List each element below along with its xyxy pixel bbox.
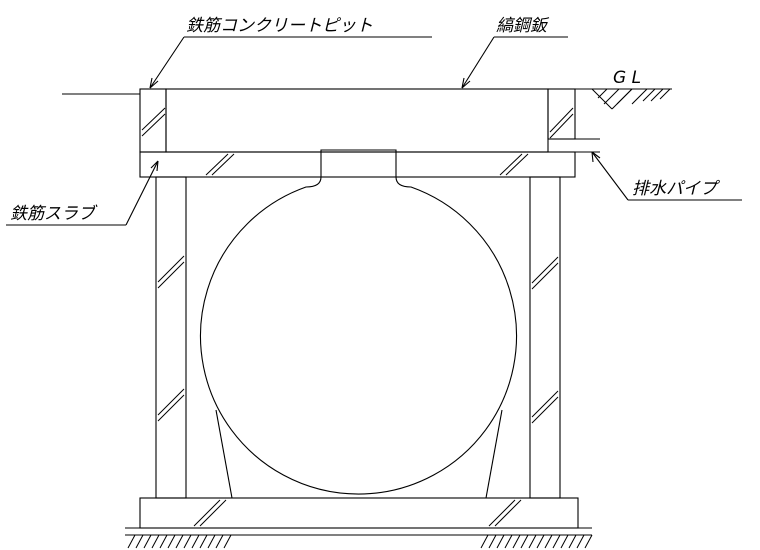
label-drain-pipe: 排水パイプ xyxy=(591,151,742,201)
steel-plate-cover xyxy=(165,88,549,153)
side-wall-right xyxy=(529,176,561,499)
ground-level-symbol xyxy=(575,88,672,110)
label-slab-text: 鉄筋スラブ xyxy=(10,204,98,224)
label-pit-text: 鉄筋コンクリートピット xyxy=(186,16,373,36)
pit-wall-right xyxy=(547,88,576,140)
foundation-ground xyxy=(125,527,593,549)
tank-manhole xyxy=(320,149,397,177)
base-slab xyxy=(139,497,579,529)
drain-pipe xyxy=(575,138,600,153)
tank-saddle xyxy=(215,409,503,499)
label-steel-plate: 縞鋼鈑 xyxy=(461,16,568,89)
label-steel-plate-text: 縞鋼鈑 xyxy=(496,16,550,36)
label-drain-pipe-text: 排水パイプ xyxy=(632,179,721,199)
label-ground-level: G L xyxy=(613,68,641,88)
pit-wall-left xyxy=(139,88,167,153)
tank-body xyxy=(199,176,518,495)
side-wall-left xyxy=(155,176,187,499)
label-pit: 鉄筋コンクリートピット xyxy=(149,16,432,89)
label-slab: 鉄筋スラブ xyxy=(6,160,159,226)
reinforced-slab xyxy=(139,151,576,178)
